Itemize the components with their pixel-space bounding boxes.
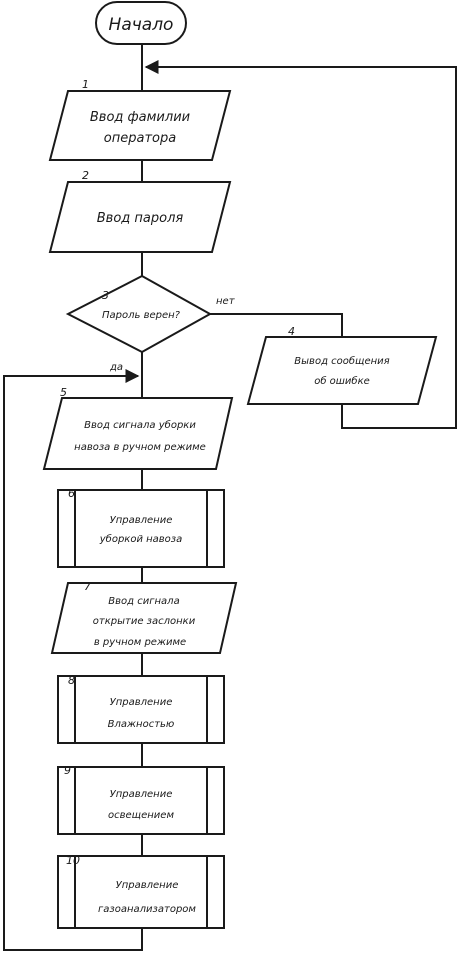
block-2-shape (48, 181, 232, 253)
block-9-process: 9 Управление освещением (57, 764, 225, 835)
block-1-shape (48, 90, 232, 161)
block-3-decision: 3 Пароль верен? нет да (65, 274, 236, 373)
block-10-process: 10 Управление газоанализатором (57, 854, 225, 929)
block-1-number: 1 (82, 78, 89, 91)
start-label: Начало (109, 15, 174, 35)
connector-10-loop (3, 369, 143, 951)
block-5-line-1: Ввод сигнала уборки (84, 419, 196, 431)
block-8-shape (57, 675, 225, 744)
block-2-number: 2 (82, 169, 89, 182)
block-6-process: 6 Управление уборкой навоза (57, 487, 225, 568)
block-7-line-3: в ручном режиме (94, 637, 186, 648)
block-8-number: 8 (68, 674, 75, 687)
block-7-shape (50, 582, 238, 654)
block-8-process: 8 Управление Влажностью (57, 674, 225, 744)
block-7-input: 7 Ввод сигнала открытие заслонки в ручно… (50, 580, 238, 654)
connectors (3, 44, 457, 951)
block-9-line-2: освещением (108, 810, 174, 821)
block-3-shape (65, 274, 213, 354)
block-6-number: 6 (68, 487, 75, 500)
branch-yes-label: да (109, 362, 123, 373)
block-8-line-2: Влажностью (108, 719, 175, 730)
block-4-line-2: об ошибке (314, 375, 370, 387)
block-8-line-1: Управление (110, 697, 173, 708)
block-2-line-1: Ввод пароля (97, 211, 184, 226)
block-3-number: 3 (102, 289, 109, 302)
block-9-line-1: Управление (110, 789, 173, 800)
connector-4-loop (144, 60, 457, 429)
block-10-line-1: Управление (116, 880, 179, 891)
block-1-input: 1 Ввод фамилии оператора (48, 78, 232, 161)
block-7-line-2: открытие заслонки (93, 616, 196, 627)
block-10-line-2: газоанализатором (98, 904, 196, 915)
block-6-line-1: Управление (110, 515, 173, 526)
branch-no-label: нет (216, 296, 236, 307)
block-6-shape (57, 489, 225, 568)
block-4-number: 4 (288, 325, 295, 338)
block-7-line-1: Ввод сигнала (108, 596, 179, 607)
block-2-input: 2 Ввод пароля (48, 169, 232, 253)
block-10-number: 10 (66, 854, 80, 867)
block-4-shape (246, 336, 438, 405)
block-5-input: 5 Ввод сигнала уборки навоза в ручном ре… (42, 386, 234, 470)
start-shape (95, 1, 187, 45)
block-6-line-2: уборкой навоза (99, 533, 183, 545)
block-3-line-1: Пароль верен? (102, 310, 181, 321)
block-1-line-1: Ввод фамилии (90, 110, 190, 125)
block-5-line-2: навоза в ручном режиме (74, 442, 206, 453)
start-terminator: Начало (95, 1, 187, 45)
block-5-number: 5 (60, 386, 67, 399)
block-9-number: 9 (64, 764, 71, 777)
block-9-shape (57, 766, 225, 835)
block-10-shape (57, 855, 225, 929)
block-1-line-2: оператора (104, 131, 176, 146)
block-4-output: 4 Вывод сообщения об ошибке (246, 325, 438, 405)
block-4-line-1: Вывод сообщения (294, 355, 389, 367)
block-5-shape (42, 397, 234, 470)
block-7-number: 7 (84, 580, 91, 593)
connector-3-4-no (210, 313, 343, 337)
